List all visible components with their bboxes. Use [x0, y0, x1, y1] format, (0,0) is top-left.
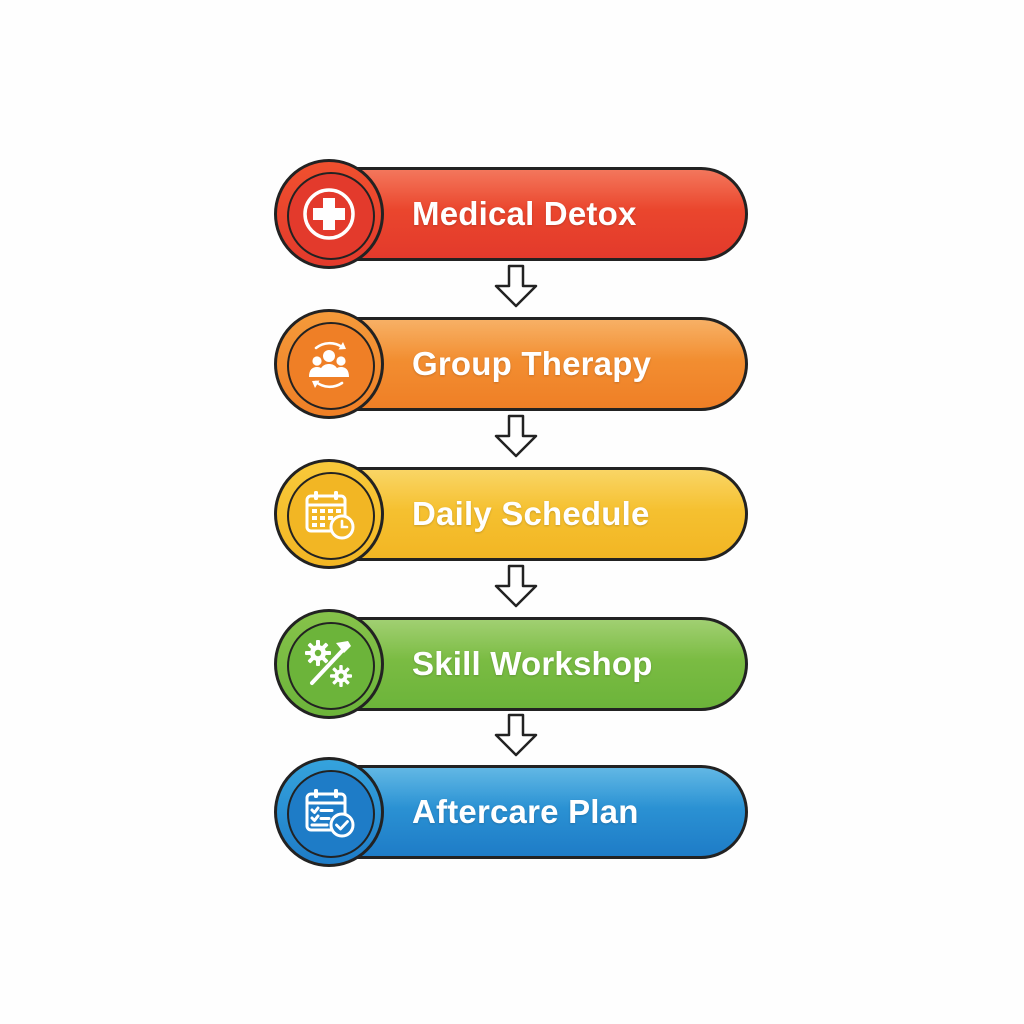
step-label: Aftercare Plan: [412, 793, 639, 830]
step-aftercare-plan: Aftercare Plan: [274, 757, 750, 867]
medical-cross-icon: [303, 188, 355, 240]
flow-arrow: [494, 414, 538, 458]
step-daily-schedule: Daily Schedule: [274, 459, 750, 569]
step-icon-badge: [274, 459, 384, 569]
flow-arrow: [494, 564, 538, 608]
step-label: Group Therapy: [412, 345, 652, 382]
calendar-clock-icon: [305, 491, 355, 540]
calendar-check-icon: [305, 789, 355, 838]
badge-ring: [287, 770, 375, 858]
group-cycle-icon: [309, 341, 349, 389]
step-skill-workshop: Skill Workshop: [274, 609, 750, 719]
flow-arrow: [494, 713, 538, 757]
gears-tools-icon: [305, 640, 352, 687]
step-icon-badge: [274, 159, 384, 269]
step-label: Skill Workshop: [412, 645, 653, 682]
step-icon-badge: [274, 609, 384, 719]
step-icon-badge: [274, 757, 384, 867]
step-pill: [306, 467, 748, 561]
flow-arrow: [494, 264, 538, 308]
badge-ring: [287, 622, 375, 710]
step-label: Daily Schedule: [412, 495, 650, 532]
step-label: Medical Detox: [412, 195, 637, 232]
step-pill: [306, 617, 748, 711]
step-group-therapy: Group Therapy: [274, 309, 750, 419]
step-medical-detox: Medical Detox: [274, 159, 750, 269]
step-icon-badge: [274, 309, 384, 419]
